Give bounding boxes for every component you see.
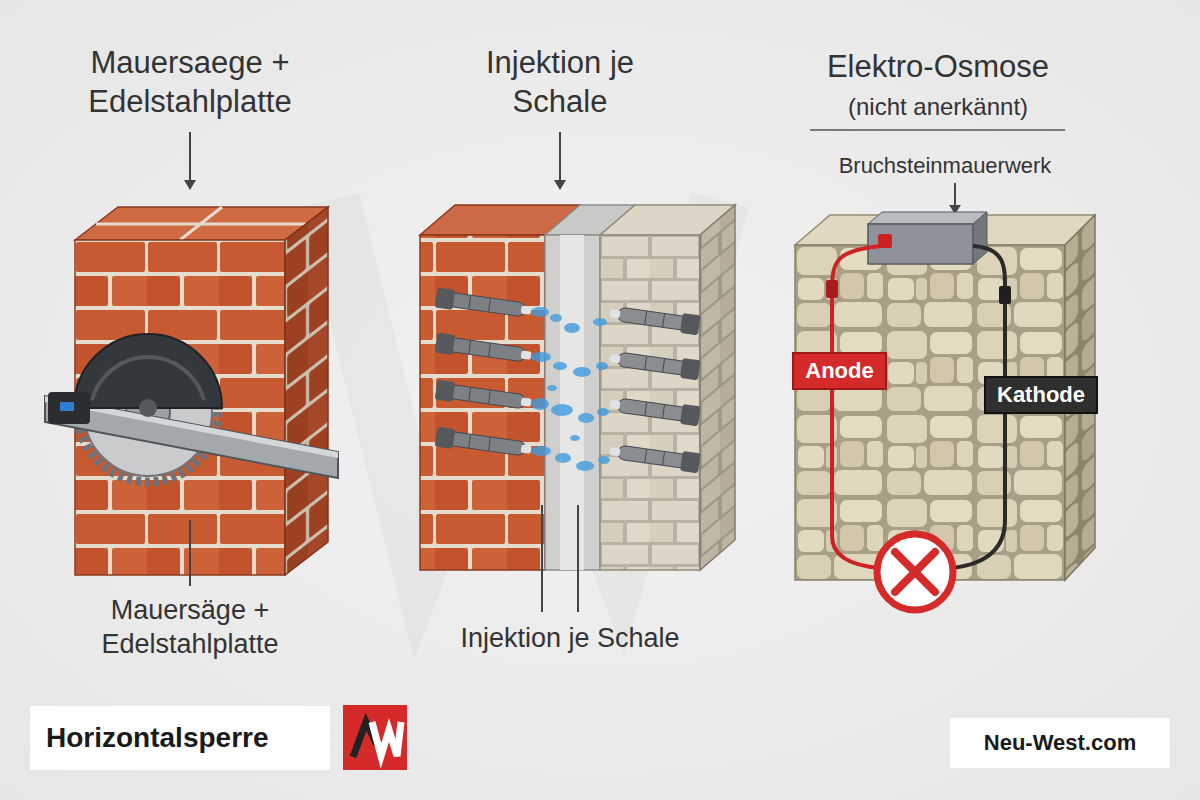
double-shell-wall [420, 132, 735, 612]
packer [435, 288, 533, 321]
wire-connector [999, 286, 1011, 304]
rubble-stone-wall [795, 130, 1095, 610]
packer [435, 380, 533, 413]
packer [609, 303, 701, 335]
leader-arrow [559, 132, 561, 180]
panel-heading: Elektro-Osmose [773, 48, 1103, 87]
leader-line [189, 520, 191, 586]
label-text: Injektion je Schale [460, 623, 679, 653]
panel-subheading: (nicht anerkännt) [773, 92, 1103, 122]
anode-tag: Anode [792, 352, 887, 390]
leader-line [541, 505, 543, 612]
injection-fluid [531, 307, 610, 471]
wall-front [75, 240, 285, 575]
packer [609, 441, 701, 473]
mortar-line [180, 207, 222, 240]
node-label: Kathode [997, 382, 1085, 408]
saw-handle [48, 392, 90, 424]
wall-side [285, 207, 328, 575]
housing-highlight [92, 357, 204, 400]
leader-arrow [189, 132, 191, 180]
wire-connector [826, 280, 838, 298]
control-device [868, 224, 973, 264]
stone-shell [600, 235, 700, 570]
saw-switch [60, 402, 74, 411]
blade-axle [139, 399, 157, 417]
injection-packers-left [435, 288, 533, 460]
device-top [868, 212, 987, 224]
site-banner: Neu-West.com [950, 718, 1170, 768]
wall-side [700, 205, 735, 570]
device-side [973, 212, 987, 264]
packer [435, 427, 533, 460]
wall-top [75, 207, 328, 240]
material-label: Bruchsteinmauerwerk [780, 152, 1110, 180]
packer [435, 333, 533, 366]
packer [609, 348, 701, 380]
logo-mark [372, 722, 401, 756]
label-text: (nicht anerkännt) [848, 93, 1028, 120]
brick-shell [420, 235, 545, 570]
cathode-tag: Kathode [984, 376, 1098, 414]
brick-wall-saw [45, 132, 338, 586]
cross-stroke [895, 552, 935, 592]
label-text: Mauersaege + Edelstahlplatte [88, 45, 291, 119]
label-text: Elektro-Osmose [827, 49, 1049, 84]
panel-heading: Injektion je Schale [450, 44, 670, 122]
logo-square [343, 705, 407, 770]
cross-stroke [895, 552, 935, 592]
brand-logo [343, 705, 407, 770]
cavity [545, 235, 600, 570]
arrow-head [554, 180, 566, 190]
injection-packers-right [609, 303, 701, 473]
not-recognised-symbol [877, 534, 953, 610]
anode-wire [832, 246, 882, 568]
node-label: Neu-West.com [984, 730, 1136, 756]
saw-housing [74, 334, 222, 408]
method-label: Injektion je Schale [410, 622, 730, 656]
label-text: Bruchsteinmauerwerk [839, 153, 1052, 178]
panel-heading: Mauersaege + Edelstahlplatte [50, 44, 330, 122]
leader-arrow [954, 183, 956, 205]
node-label: Anode [805, 358, 873, 384]
topic-banner: Horizontalsperre [30, 706, 330, 770]
label-text: Injektion je Schale [486, 45, 634, 119]
packer [609, 394, 701, 426]
method-label: Mauersäge + Edelstahlplatte [65, 594, 315, 662]
arrow-head [184, 180, 196, 190]
separator-line [810, 129, 1065, 131]
node-label: Horizontalsperre [46, 722, 269, 754]
cavity-core [560, 235, 584, 570]
label-text: Mauersäge + Edelstahlplatte [101, 595, 278, 659]
leader-line [577, 505, 579, 612]
